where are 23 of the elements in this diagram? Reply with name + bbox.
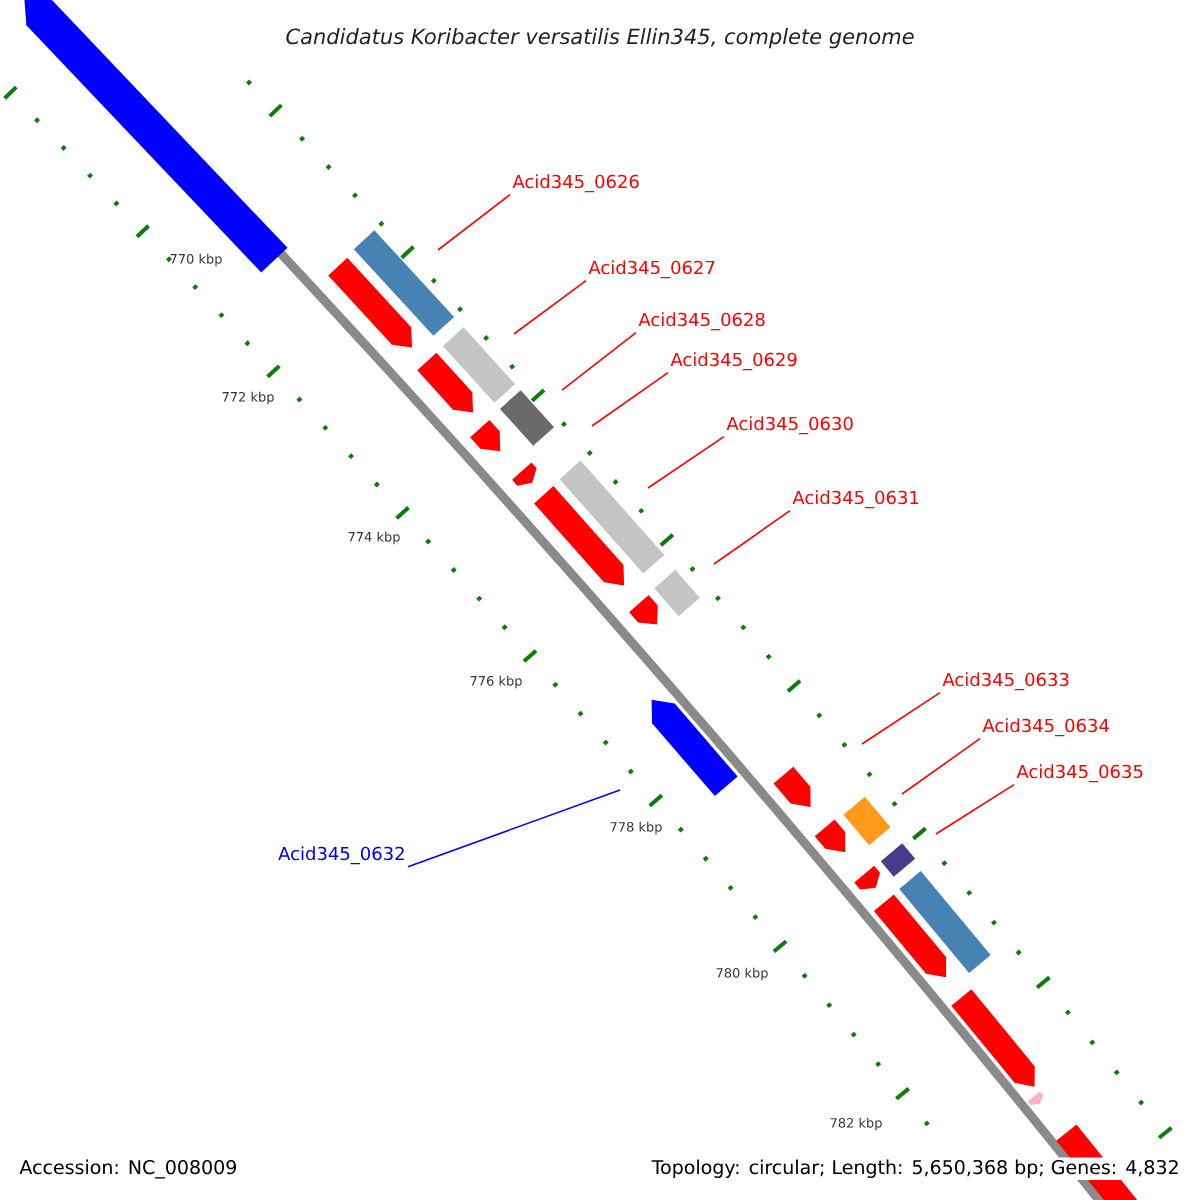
genome-info-text: Topology: circular; Length: 5,650,368 bp; Genes: 4,832 (649, 1157, 1182, 1180)
leader-line (713, 509, 791, 565)
gene-label: Acid345_0635 (1016, 764, 1143, 783)
gene-label: Acid345_0632 (278, 846, 404, 865)
leader-line (647, 435, 725, 489)
title: Candidatus Koribacter versatilis Ellin345, complete genome (286, 28, 914, 49)
gene-label: Acid345_0627 (588, 260, 715, 279)
leader-line (591, 371, 669, 427)
leader-line (861, 691, 941, 745)
leader-line (561, 331, 637, 391)
gene-label: Acid345_0633 (942, 672, 1069, 691)
leader-line (901, 737, 981, 795)
gene-label: Acid345_0629 (670, 352, 797, 371)
leader-line (407, 789, 621, 868)
gene-label: Acid345_0628 (638, 312, 765, 331)
leader-line (513, 279, 587, 335)
gene-label: Acid345_0634 (982, 718, 1109, 737)
gene-label: Acid345_0630 (726, 416, 853, 435)
gene-label: Acid345_0626 (512, 174, 639, 193)
accession-text: Accession: NC_008009 (19, 1159, 236, 1179)
leader-line (935, 783, 1015, 835)
gene-label: Acid345_0631 (792, 490, 919, 509)
leader-line (437, 193, 511, 251)
